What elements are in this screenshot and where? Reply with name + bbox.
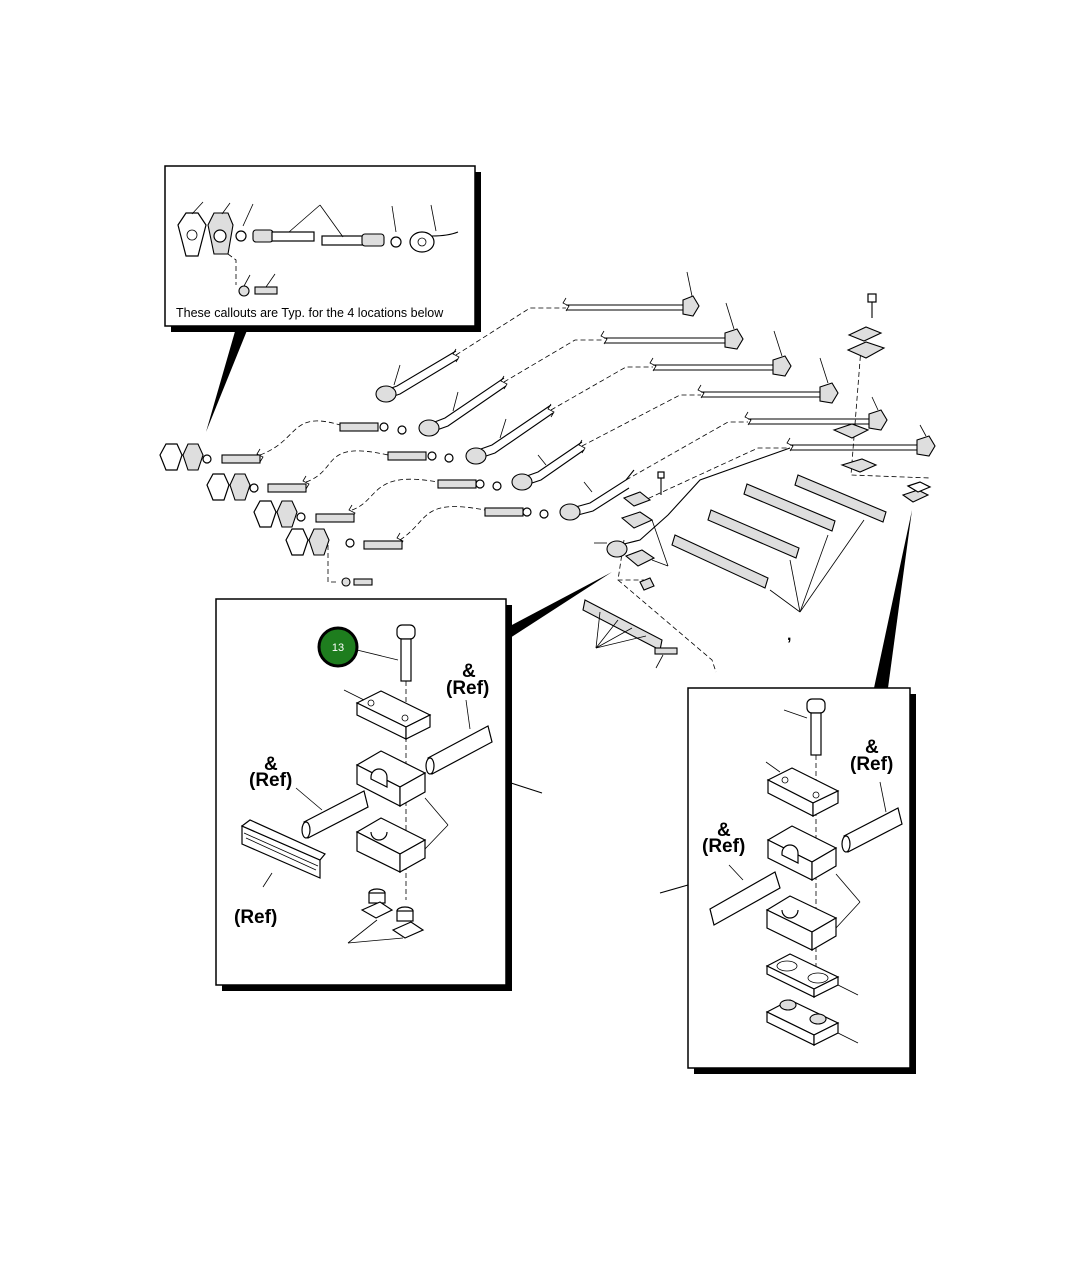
right-detail-pointer xyxy=(874,510,912,688)
upper-clamp-half-icon xyxy=(766,825,838,882)
bent-tubes xyxy=(385,350,791,546)
inset-pointer xyxy=(206,328,248,432)
upper-flanges xyxy=(682,271,936,457)
ref-label: (Ref) xyxy=(446,678,489,699)
amp-label: & xyxy=(264,754,278,775)
hose-fitting-icon xyxy=(252,229,385,247)
lower-clamp-half-icon xyxy=(355,817,427,874)
t-nut-icon xyxy=(391,906,425,939)
flange-plate-icon xyxy=(177,212,207,257)
t-nut-icon xyxy=(360,888,394,919)
rail-channels xyxy=(582,474,887,655)
amp-label: & xyxy=(462,661,476,682)
dashed-connectors xyxy=(259,307,931,673)
middle-clamp-stack xyxy=(620,471,669,591)
tube-ref-icon xyxy=(709,864,781,926)
nut-icon xyxy=(238,285,250,297)
left-flange-pairs xyxy=(159,443,330,556)
o-ring-icon xyxy=(390,236,402,248)
ref-label: (Ref) xyxy=(249,770,292,791)
tube-ref-icon xyxy=(425,699,493,775)
callout-badge-13: 13 xyxy=(317,626,399,668)
cover-plate-icon xyxy=(343,689,432,740)
right-detail-view: & (Ref) & (Ref) xyxy=(659,687,916,1074)
hose-fittings xyxy=(202,422,549,550)
elbow-flange-icon xyxy=(409,231,459,253)
flange-icon xyxy=(207,212,234,255)
stray-comma: , xyxy=(787,627,791,644)
amp-label: & xyxy=(865,737,879,758)
bottom-nut-bolt xyxy=(341,577,373,587)
callout-badge-number: 13 xyxy=(332,642,344,654)
left-detail-pointer xyxy=(510,572,612,638)
left-detail-view: 13 xyxy=(215,598,543,991)
ref-label: (Ref) xyxy=(850,754,893,775)
callout-leaders xyxy=(191,201,437,238)
ref-label: (Ref) xyxy=(702,836,745,857)
bolt-icon xyxy=(243,273,278,295)
upper-tubes xyxy=(566,304,918,451)
nut-plate-icon xyxy=(765,999,859,1046)
ref-label: (Ref) xyxy=(234,907,277,928)
cover-plate-icon xyxy=(765,761,840,817)
callout-badge-circle xyxy=(317,626,359,668)
spacer-plate-icon xyxy=(765,953,859,998)
bent-tube-flanges xyxy=(375,364,628,558)
right-clamp-stack xyxy=(832,293,932,503)
rail-leaders xyxy=(595,519,865,669)
upper-clamp-half-icon xyxy=(355,750,427,808)
inset-note: These callouts are Typ. for the 4 locati… xyxy=(176,306,444,320)
rail-channel-ref-icon xyxy=(240,819,326,888)
tube-ref-icon xyxy=(841,781,903,853)
o-ring-icon xyxy=(235,230,247,242)
typical-callout-inset: These callouts are Typ. for the 4 locati… xyxy=(164,165,481,332)
lower-clamp-half-icon xyxy=(765,895,838,952)
amp-label: & xyxy=(717,820,731,841)
tube-ref-icon xyxy=(295,787,369,839)
tube-assembly: , xyxy=(159,271,936,673)
